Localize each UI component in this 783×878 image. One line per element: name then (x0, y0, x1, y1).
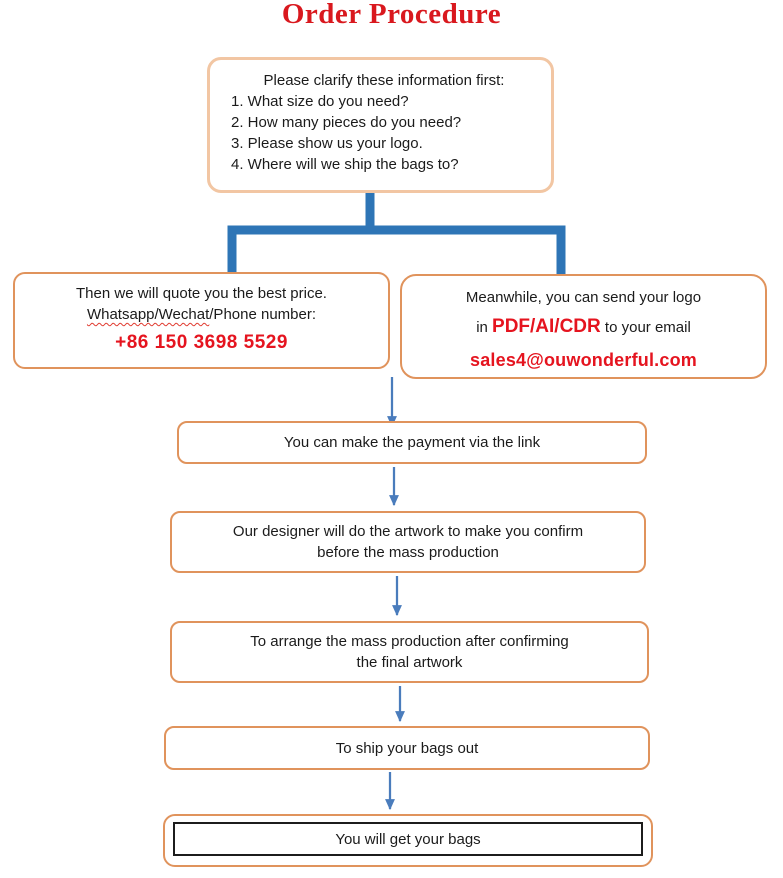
final-step-box: You will get your bags (163, 814, 653, 867)
clarify-item-shipping: 4. Where will we ship the bags to? (231, 156, 459, 173)
email-address: sales4@ouwonderful.com (469, 350, 697, 370)
page-title: Order Procedure (281, 0, 502, 30)
contact-apps-label: Whatsapp/Wechat (86, 306, 210, 323)
branch-bracket-line (227, 225, 566, 277)
clarify-item-quantity: 2. How many pieces do you need? (231, 114, 462, 131)
send-logo-box: Meanwhile, you can send your logo in PDF… (400, 274, 767, 379)
file-formats: PDF/AI/CDR (492, 316, 601, 337)
production-step-line1: To arrange the mass production after con… (250, 633, 569, 650)
shipping-step-box: To ship your bags out (164, 726, 650, 770)
file-format-line: in PDF/AI/CDR to your email (402, 316, 765, 338)
artwork-step-line1: Our designer will do the artwork to make… (232, 523, 584, 540)
shipping-step-label: To ship your bags out (335, 739, 479, 757)
contact-rest-label: /Phone number: (209, 306, 317, 323)
quote-price-box: Then we will quote you the best price. W… (13, 272, 390, 369)
clarify-item-logo: 3. Please show us your logo. (231, 135, 423, 152)
artwork-step-line2: before the mass production (317, 544, 499, 561)
send-logo-line: Meanwhile, you can send your logo (465, 289, 702, 306)
clarify-item-size: 1. What size do you need? (231, 93, 409, 110)
quote-line: Then we will quote you the best price. (76, 285, 327, 302)
final-step-inner-frame: You will get your bags (173, 822, 643, 856)
payment-step-label: You can make the payment via the link (283, 434, 541, 451)
format-prefix: in (476, 319, 493, 336)
production-step-line2: the final artwork (356, 654, 463, 671)
contact-line: Whatsapp/Wechat/Phone number: (15, 304, 388, 325)
format-suffix: to your email (600, 319, 691, 336)
clarify-info-box: Please clarify these information first: … (207, 57, 554, 193)
phone-number: +86 150 3698 5529 (115, 332, 288, 353)
clarify-heading: Please clarify these information first: (263, 72, 505, 89)
final-step-label: You will get your bags (335, 830, 481, 848)
artwork-step-box: Our designer will do the artwork to make… (170, 511, 646, 573)
production-step-box: To arrange the mass production after con… (170, 621, 649, 683)
payment-step-box: You can make the payment via the link (177, 421, 647, 464)
